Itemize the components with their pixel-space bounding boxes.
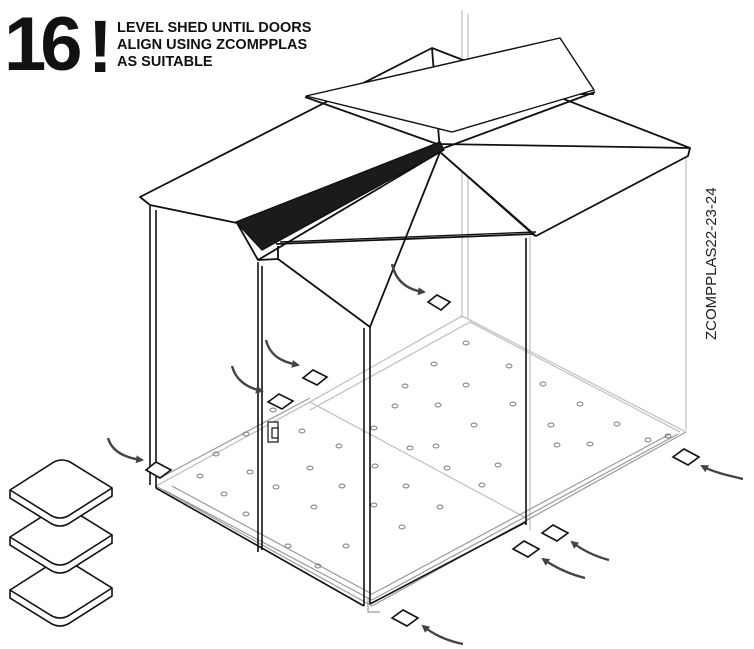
curved-arrow-icon	[230, 365, 264, 394]
leveling-pad-icon	[301, 369, 329, 386]
curved-arrow-icon	[421, 624, 464, 646]
step-instruction: LEVEL SHED UNTIL DOORS ALIGN USING ZCOMP…	[117, 20, 357, 71]
leveling-pad-icon	[266, 393, 295, 410]
instruction-line-3: AS SUITABLE	[117, 54, 213, 70]
door-latch	[267, 421, 279, 443]
curved-arrow-icon	[106, 437, 144, 464]
leveling-pad-icon	[144, 461, 173, 479]
leveling-pad-icon	[540, 524, 570, 542]
leveling-pad-icon	[671, 448, 701, 466]
curved-arrow-icon	[541, 557, 586, 580]
curved-arrow-icon	[700, 464, 744, 481]
leveling-pad-icon	[426, 294, 452, 311]
stacked-pads-icon	[9, 459, 113, 627]
floor-frame	[155, 397, 687, 613]
leveling-pad-icon	[390, 609, 420, 627]
curved-arrow-icon	[390, 263, 426, 296]
curved-arrow-icon	[264, 339, 300, 368]
leveling-pads	[144, 294, 701, 627]
roof-ridge	[234, 37, 596, 251]
leveling-pad-icon	[511, 540, 541, 558]
step-warning-mark: !	[88, 5, 113, 88]
instruction-line-1: LEVEL SHED UNTIL DOORS	[117, 20, 312, 36]
arrows	[106, 263, 744, 646]
front-walls	[149, 206, 527, 607]
instruction-line-2: ALIGN USING ZCOMPPLAS	[117, 37, 308, 53]
step-number: 16	[4, 2, 83, 87]
curved-arrow-icon	[570, 540, 610, 562]
floor-holes	[196, 340, 672, 569]
